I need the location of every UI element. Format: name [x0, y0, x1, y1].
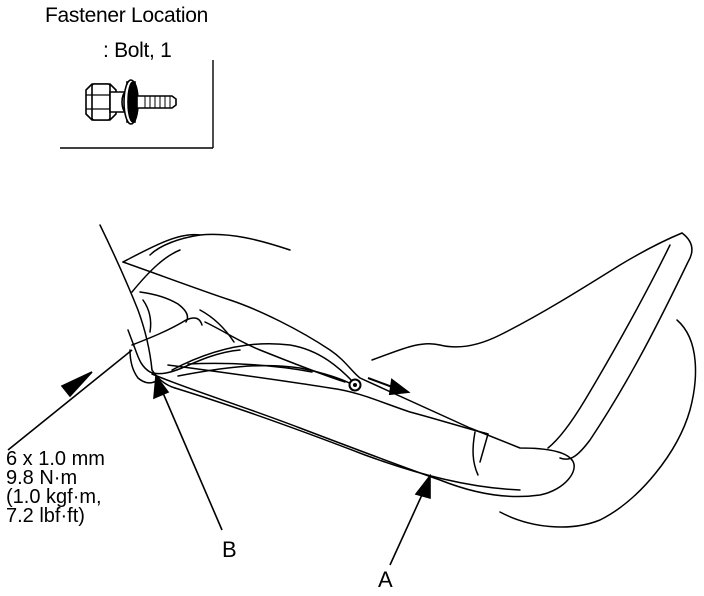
fastener-point [348, 378, 362, 392]
legend-bolt-label: : Bolt, 1 [103, 39, 172, 62]
spec-pointer-arrow [7, 349, 133, 451]
legend-frame [60, 60, 214, 149]
direction-arrow [367, 377, 411, 396]
torque-spec: 6 x 1.0 mm 9.8 N·m (1.0 kgf·m, 7.2 lbf·f… [6, 448, 105, 527]
spec-torque-nm: 9.8 N·m [6, 467, 78, 489]
spec-bolt-size: 6 x 1.0 mm [6, 448, 105, 470]
flange-bolt-icon [85, 79, 177, 125]
spec-torque-kgfm: (1.0 kgf·m, [6, 486, 102, 508]
spec-torque-lbfft: 7.2 lbf·ft) [6, 505, 85, 527]
label-b: B [222, 537, 237, 562]
label-a-pointer [389, 473, 431, 566]
part-a-outline [99, 224, 697, 528]
label-b-pointer [153, 373, 223, 531]
legend-title: Fastener Location [45, 4, 209, 27]
label-a: A [378, 567, 393, 592]
